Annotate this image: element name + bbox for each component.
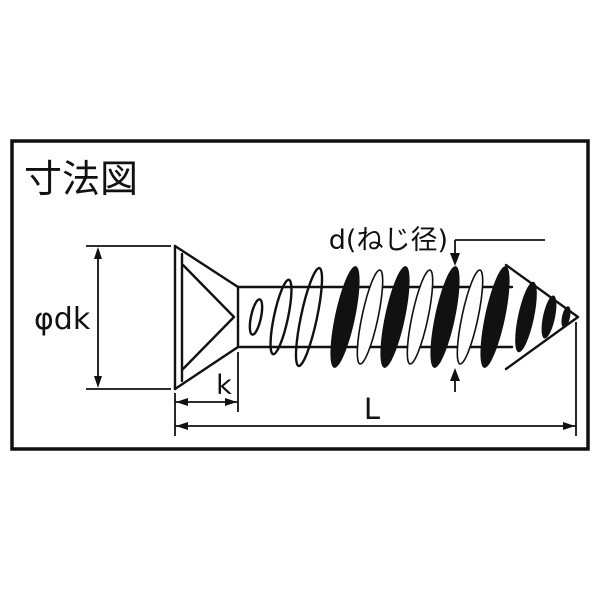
thread-crest — [330, 266, 360, 368]
dim-head-diameter: φdk — [34, 245, 171, 390]
arrowhead-right — [563, 422, 575, 430]
thread-turn-small — [248, 298, 264, 336]
dim-head-height: k — [175, 352, 239, 412]
tip-cone-outline — [504, 263, 580, 371]
thread-gap — [406, 269, 434, 365]
diagram-title: 寸法図 — [24, 157, 138, 201]
thread-gap — [456, 269, 484, 365]
thread-crest — [430, 266, 460, 368]
tip-thread-crest — [515, 281, 537, 353]
thread-runout — [248, 266, 324, 368]
dim-thread-diameter: d(ねじ径) — [329, 225, 545, 392]
head-bottom-taper — [173, 345, 240, 391]
label-head-height: k — [216, 370, 232, 401]
label-length: L — [364, 392, 380, 426]
arrowhead-down — [450, 253, 460, 266]
thread-crest — [480, 266, 510, 368]
arrowhead-up — [94, 247, 102, 259]
thread-crests — [330, 266, 510, 368]
label-thread-diameter: d(ねじ径) — [329, 225, 448, 256]
dim-overall-length: L — [174, 322, 577, 436]
screw-head — [173, 244, 240, 391]
thread-gap — [356, 269, 384, 365]
tip-thread-crest — [561, 306, 571, 328]
arrowhead-left — [176, 422, 188, 430]
thread-turn-full — [294, 266, 324, 368]
arrowhead-right — [225, 398, 237, 406]
tip-thread-crest — [541, 295, 557, 339]
arrowhead-left — [176, 398, 188, 406]
screw-drawing — [173, 244, 580, 391]
head-top-taper — [173, 244, 240, 289]
diagram-border — [10, 139, 590, 451]
thread-crest — [380, 266, 410, 368]
thread-turn-medium — [269, 278, 293, 356]
arrowhead-up — [450, 368, 460, 381]
head-recess-profile — [181, 263, 236, 371]
arrowhead-down — [94, 376, 102, 388]
label-head-diameter: φdk — [34, 302, 91, 337]
screw-tip — [504, 263, 580, 371]
thread-backside — [356, 269, 484, 365]
